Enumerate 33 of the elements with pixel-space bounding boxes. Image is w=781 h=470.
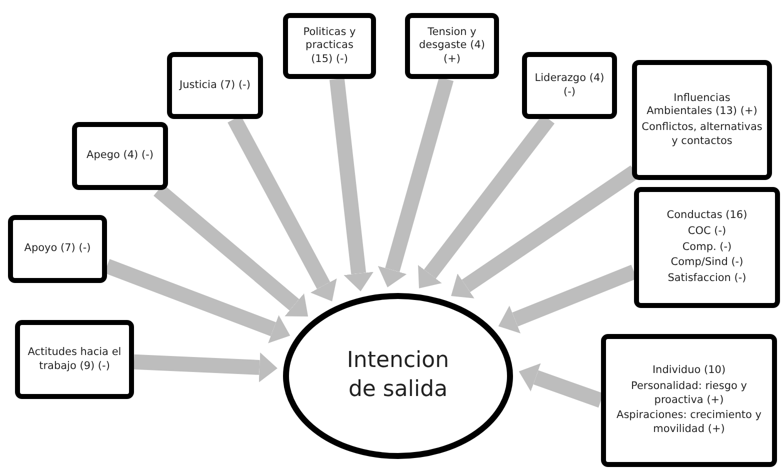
node-text: Politicas y practicas (15) (-) — [302, 26, 357, 66]
factor-box — [405, 13, 499, 79]
node-text: Comp/Sind (-) — [670, 256, 744, 270]
node-text: Conductas (16) — [666, 209, 748, 224]
arrow — [134, 352, 278, 382]
node-text: COC (-) — [688, 225, 726, 239]
factor-box — [167, 52, 263, 119]
outcome-ellipse — [283, 293, 513, 459]
factor-box — [522, 52, 617, 119]
factor-box — [72, 122, 168, 190]
node-text: Influencias Ambientales (13) (+) — [646, 92, 758, 119]
factor-box — [8, 215, 107, 283]
node-text: Aspiraciones: crecimiento y movilidad (+) — [616, 409, 762, 437]
node-text: Liderazgo (4) (-) — [534, 72, 605, 100]
node-text: Intencion de salida — [346, 347, 450, 404]
arrow — [378, 76, 454, 288]
factor-box — [601, 334, 777, 467]
factor-box — [15, 320, 134, 399]
node-text: Satisfaccion (-) — [668, 272, 746, 286]
node-text: Tension y desgaste (4) (+) — [418, 26, 486, 66]
node-text: Justicia (7) (-) — [180, 78, 250, 92]
node-text: Actitudes hacia el trabajo (9) (-) — [27, 346, 122, 374]
node-text: Comp. (-) — [682, 240, 732, 254]
factor-box — [283, 13, 376, 79]
node-text: Conflictos, alternativas y contactos — [641, 121, 763, 148]
factor-box — [632, 60, 772, 180]
arrow — [518, 363, 604, 408]
factor-box — [634, 187, 780, 308]
node-text: Apoyo (7) (-) — [24, 242, 91, 256]
node-text: Personalidad: riesgo y proactiva (+) — [630, 380, 748, 408]
arrow — [329, 78, 374, 292]
node-text: Apego (4) (-) — [86, 149, 154, 163]
node-text: Individuo (10) — [652, 364, 726, 378]
